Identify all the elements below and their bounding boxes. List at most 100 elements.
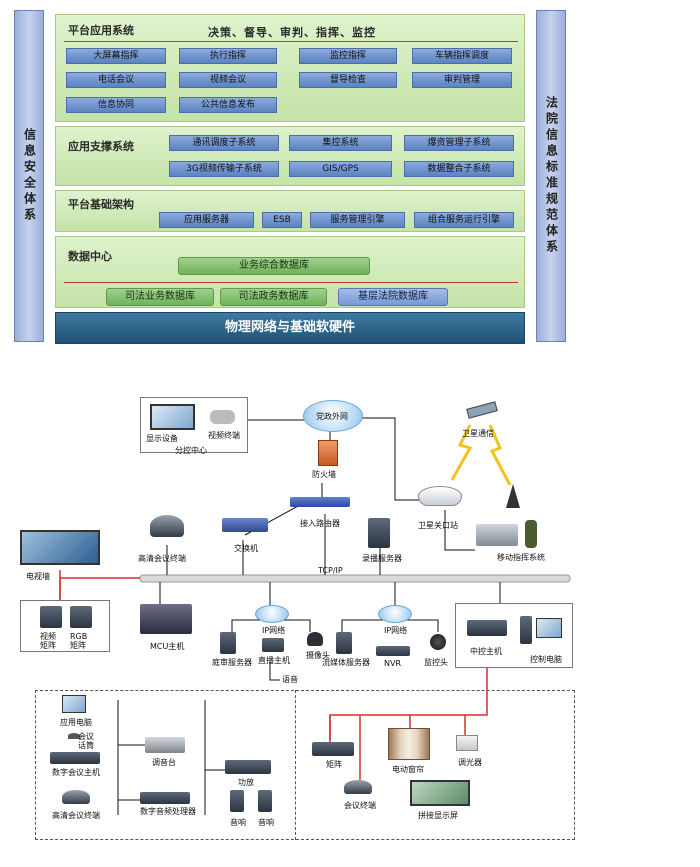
base-item-esb: ESB (262, 212, 302, 228)
firewall-label: 防火墙 (312, 470, 336, 479)
support-item-central: 集控系统 (289, 135, 392, 151)
firewall-icon (318, 440, 338, 466)
video-matrix-icon (40, 606, 62, 628)
app-support-title: 应用支撑系统 (68, 140, 134, 153)
tower-icon (506, 484, 520, 508)
matrix-device-label: 矩阵 (326, 760, 342, 769)
meeting-phone-icon (68, 733, 80, 739)
area-divider (295, 690, 296, 840)
display-device-icon (150, 404, 195, 430)
display-device-label: 显示设备 (146, 434, 178, 443)
platform-base-title: 平台基础架构 (68, 198, 134, 211)
security-system-label: 信息安全体系 (22, 128, 37, 224)
app-pc-icon (62, 695, 86, 713)
speaker-1-label: 音响 (230, 818, 246, 827)
spliced-screen-label: 拼接显示屏 (418, 811, 458, 820)
tcpip-label: TCP/IP (318, 566, 343, 575)
tv-wall-label: 电视墙 (26, 572, 50, 581)
access-router-label: 接入路由器 (300, 519, 340, 528)
power-amp-icon (225, 760, 271, 774)
security-system-bar: 信息安全体系 (14, 10, 44, 342)
control-pc-tower (520, 616, 532, 644)
electric-curtain-icon (388, 728, 430, 760)
app-item-inspection: 督导检查 (299, 72, 397, 88)
standards-system-bar: 法院信息标准规范体系 (536, 10, 566, 342)
app-item-video-conf: 视频会议 (179, 72, 277, 88)
digital-audio-proc-label: 数字音频处理器 (140, 807, 196, 816)
app-item-phone-conf: 电话会议 (66, 72, 166, 88)
app-item-trial: 审判管理 (412, 72, 512, 88)
mobile-command-label: 移动指挥系统 (497, 553, 545, 562)
dimmer-icon (456, 735, 478, 751)
platform-base-layer: 平台基础架构 应用服务器 ESB 服务管理引擎 组合服务运行引擎 (55, 190, 525, 232)
app-item-big-screen: 大屏幕指挥 (66, 48, 166, 64)
physical-network-bar: 物理网络与基础软硬件 (55, 312, 525, 344)
monitor-head-label: 监控头 (424, 658, 448, 667)
digital-audio-proc-icon (140, 792, 190, 804)
judicial-business-db: 司法业务数据库 (106, 288, 214, 306)
digital-conf-host-icon (50, 752, 100, 764)
app-item-collab: 信息协同 (66, 97, 166, 113)
switch-label: 交换机 (234, 544, 258, 553)
stream-server-icon (336, 632, 352, 654)
branch-center-label: 分控中心 (175, 446, 207, 455)
architecture-diagram: 信息安全体系 法院信息标准规范体系 平台应用系统 决策、督导、审判、指挥、监控 … (14, 10, 566, 344)
mcu-label: MCU主机 (150, 642, 185, 651)
hd-conf-terminal-icon (62, 790, 90, 804)
meeting-room-area (35, 690, 575, 840)
line-station-mobile (444, 510, 475, 551)
ip-network-1-label: IP网络 (262, 626, 286, 635)
app-item-vehicle: 车辆指挥调度 (412, 48, 512, 64)
central-host-icon (467, 620, 507, 636)
mixer-icon (145, 737, 185, 753)
video-terminal-icon (210, 410, 235, 424)
ip-network-1-cloud (255, 605, 289, 623)
nvr-label: NVR (384, 659, 402, 668)
mcu-icon (140, 604, 192, 634)
base-item-service-engine: 服务管理引擎 (310, 212, 405, 228)
platform-apps-slogan: 决策、督导、审判、指挥、监控 (208, 26, 376, 39)
satellite-link-2 (488, 424, 512, 486)
satellite-link-1 (450, 424, 473, 481)
mixer-label: 调音台 (152, 758, 176, 767)
judicial-gov-db: 司法政务数据库 (220, 288, 327, 306)
audio-label: 语音 (282, 675, 298, 684)
rgb-matrix-icon (70, 606, 92, 628)
speaker-2-label: 音响 (258, 818, 274, 827)
control-pc-icon (536, 618, 562, 638)
camera-icon (307, 632, 323, 646)
main-database: 业务综合数据库 (178, 257, 370, 275)
satellite-station-label: 卫星关口站 (418, 521, 458, 530)
video-terminal-label: 视频终端 (208, 431, 240, 440)
recording-server-label: 录播服务器 (362, 554, 402, 563)
platform-apps-layer: 平台应用系统 决策、督导、审判、指挥、监控 大屏幕指挥 执行指挥 监控指挥 车辆… (55, 14, 525, 122)
matrix-box (20, 600, 110, 652)
hd-terminal-label: 高清会议终端 (138, 554, 186, 563)
speaker-1-icon (230, 790, 244, 812)
base-item-app-server: 应用服务器 (159, 212, 254, 228)
grassroots-court-db: 基层法院数据库 (338, 288, 448, 306)
central-host-label: 中控主机 (470, 647, 502, 656)
app-pc-label: 应用电脑 (60, 718, 92, 727)
line-cloud-station (360, 417, 420, 501)
app-support-layer: 应用支撑系统 通讯调度子系统 集控系统 爆资管理子系统 3G视频传输子系统 GI… (55, 126, 525, 186)
access-router-icon (290, 497, 350, 507)
support-item-data: 数据整合子系统 (404, 161, 514, 177)
app-item-publish: 公共信息发布 (179, 97, 277, 113)
switch-icon (222, 518, 268, 532)
support-item-gis: GIS/GPS (289, 161, 392, 177)
ip-network-2-cloud (378, 605, 412, 623)
gov-net-cloud (303, 400, 363, 432)
court-server-icon (220, 632, 236, 654)
standards-system-label: 法院信息标准规范体系 (544, 96, 559, 256)
conf-terminal-label: 会议终端 (344, 801, 376, 810)
support-item-3g: 3G视频传输子系统 (169, 161, 279, 177)
gov-net-label: 党政外网 (316, 412, 348, 421)
stream-server-label: 流媒体服务器 (322, 658, 370, 667)
tcpip-bus (139, 574, 571, 583)
platform-apps-title: 平台应用系统 (68, 24, 134, 37)
record-host-icon (262, 638, 284, 652)
satellite-label: 卫星通信 (462, 429, 494, 438)
mobile-command-vehicle-icon (476, 524, 518, 546)
data-center-title: 数据中心 (68, 250, 112, 263)
